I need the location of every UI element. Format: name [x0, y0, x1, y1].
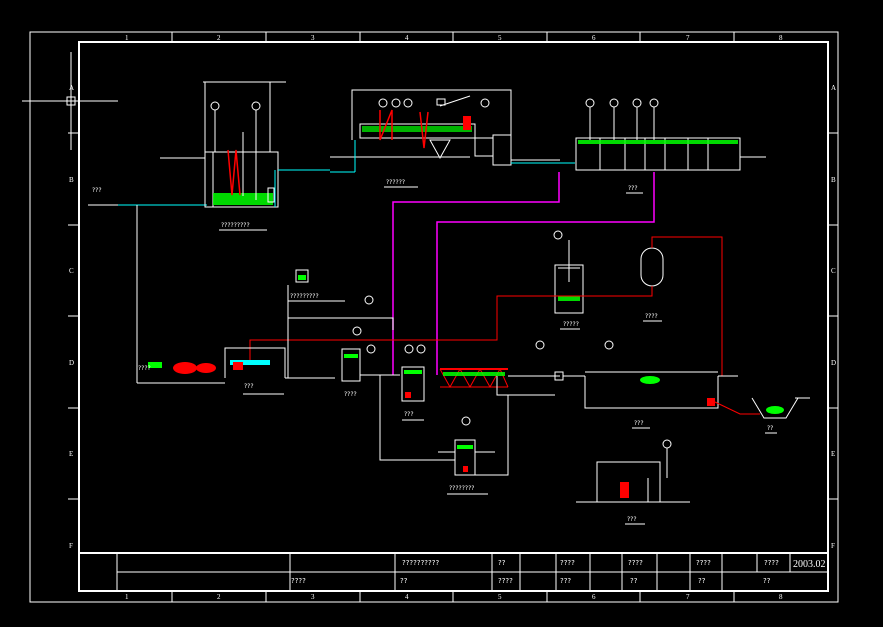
- cad-crosshair: [22, 52, 118, 150]
- instrument-bubbles: [210, 98, 672, 449]
- inlet-label: ???: [92, 187, 102, 194]
- drawing-date: 2003.02: [793, 559, 826, 570]
- aerobic-label: ????: [645, 313, 658, 320]
- bio-tanks: ???: [575, 137, 766, 194]
- process-flow-diagram: ??? ?????????: [88, 81, 810, 525]
- sludge-lines: [392, 172, 655, 375]
- tb-cell-10: ??: [630, 577, 638, 585]
- title-block-text: ?????????? ?? ???? ???? ???? ???? 2003.0…: [291, 559, 826, 585]
- col-label-4: 4: [405, 34, 409, 42]
- tb-cell-11: ??: [698, 577, 706, 585]
- col-label-6: 6: [592, 34, 596, 42]
- col-label-1: 1: [125, 34, 129, 42]
- clarifier: ???: [584, 371, 760, 429]
- row-label-f: F: [69, 542, 73, 550]
- outlet-label: ??: [767, 425, 773, 432]
- process-building: ??????: [330, 89, 575, 188]
- sludge1-label: ?????: [563, 321, 579, 328]
- drawing-name: ??????????: [402, 559, 439, 567]
- outer-border: [29, 31, 839, 603]
- row-label-a: A: [831, 84, 836, 92]
- clarifier-label: ???: [634, 420, 644, 427]
- tb-cell-12: ??: [763, 577, 771, 585]
- sludge-thickener: ?????: [520, 240, 610, 330]
- tb-cell-1: ??: [498, 559, 506, 567]
- col-label-5: 5: [498, 593, 502, 601]
- row-label-a: A: [69, 84, 74, 92]
- pump-station: ???? ???: [138, 347, 335, 395]
- outlet-channel: ??: [751, 397, 810, 434]
- col-label-6: 6: [592, 593, 596, 601]
- column-labels-bottom: 1 2 3 4 5 6 7 8: [125, 593, 783, 601]
- row-label-f: F: [831, 542, 835, 550]
- reactor-tanks: ???? ???: [341, 348, 455, 461]
- col-label-2: 2: [217, 34, 221, 42]
- row-label-e: E: [831, 450, 835, 458]
- d1-label: ???: [244, 383, 254, 390]
- tb-cell-9: ????: [498, 577, 513, 585]
- col-label-2: 2: [217, 593, 221, 601]
- tb-cell-3: ????: [628, 559, 643, 567]
- tb-cell-6: ????: [291, 577, 306, 585]
- tb-cell-5: ????: [764, 559, 779, 567]
- col-label-1: 1: [125, 593, 129, 601]
- row-label-c: C: [831, 267, 836, 275]
- row-labels-right: A B C D E F: [831, 84, 836, 550]
- col-label-3: 3: [311, 34, 315, 42]
- column-labels-top: 1 2 3 4 5 6 7 8: [125, 34, 783, 42]
- zone-ticks: [68, 32, 838, 602]
- row-labels-left: A B C D E F: [69, 84, 74, 550]
- col-label-7: 7: [686, 593, 690, 601]
- title-block: [79, 552, 828, 591]
- tb-cell-7: ???: [560, 577, 571, 585]
- bio-label: ???: [628, 185, 638, 192]
- f-tank-label: ???: [627, 516, 637, 523]
- row-label-b: B: [69, 176, 74, 184]
- tb-cell-2: ????: [560, 559, 575, 567]
- row-label-e: E: [69, 450, 73, 458]
- col-label-3: 3: [311, 593, 315, 601]
- air-receiver: ????: [249, 236, 723, 376]
- tank1-label: ??????: [386, 179, 405, 186]
- sludge2-label: ????: [138, 365, 151, 372]
- col-label-8: 8: [779, 593, 783, 601]
- d3-label: ???: [404, 411, 414, 418]
- filter-bridge: [439, 367, 585, 396]
- dosing-tank: ?????????: [287, 269, 394, 378]
- col-label-8: 8: [779, 34, 783, 42]
- row-label-c: C: [69, 267, 74, 275]
- screen-building: ?????????: [160, 81, 330, 231]
- row-label-b: B: [831, 176, 836, 184]
- d2-label: ????: [344, 391, 357, 398]
- col-label-4: 4: [405, 593, 409, 601]
- pump-label: ?????????: [290, 293, 319, 300]
- tb-cell-8: ??: [400, 577, 408, 585]
- col-label-7: 7: [686, 34, 690, 42]
- tb-cell-4: ????: [696, 559, 711, 567]
- row-label-d: D: [831, 359, 836, 367]
- blower-room: ???: [576, 448, 690, 525]
- row-label-d: D: [69, 359, 74, 367]
- screen-label: ?????????: [221, 222, 250, 229]
- col-label-5: 5: [498, 34, 502, 42]
- sludge-tank-e: ????????: [438, 395, 509, 495]
- e-tank-label: ????????: [449, 485, 474, 492]
